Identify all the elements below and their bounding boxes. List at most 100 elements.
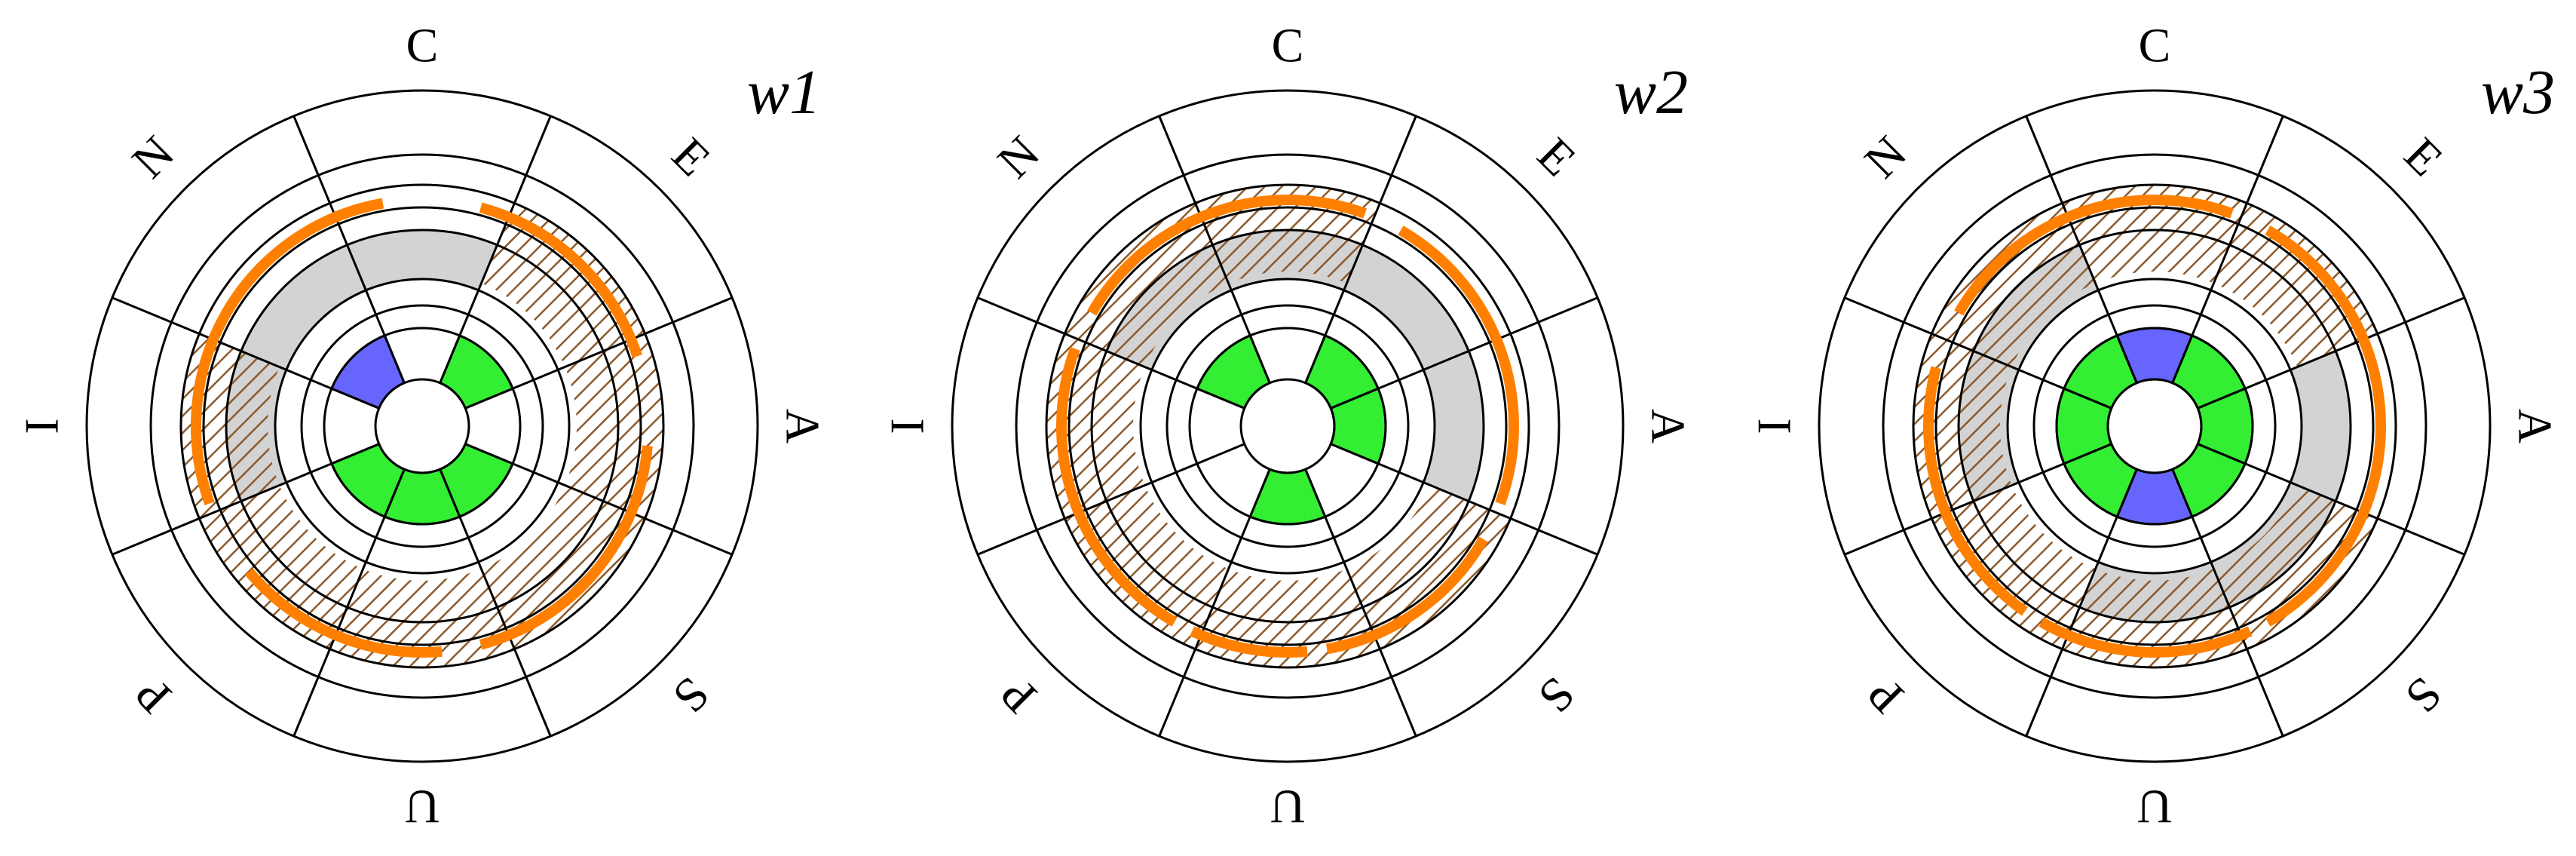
sector-letter-N: N [1854, 125, 1916, 188]
spoke [112, 296, 380, 410]
orange-arc [1208, 195, 1368, 219]
hatched-sector [1346, 485, 1511, 649]
sector-letter-C: C [406, 19, 439, 72]
ring [2055, 327, 2254, 526]
sector-letter-N: N [121, 125, 184, 188]
inner-cell-green [1248, 468, 1327, 526]
ring [1957, 229, 2352, 624]
ring [374, 378, 470, 474]
ring [1882, 153, 2427, 699]
orange-arc [2038, 617, 2253, 658]
spoke [977, 296, 1245, 410]
sector-letter-P: P [990, 667, 1046, 723]
spoke [1158, 115, 1271, 384]
spoke [2171, 115, 2284, 384]
sector-letter-A: A [2509, 409, 2562, 443]
sector-letter-U: U [1270, 781, 1305, 834]
wheel-w2: C E A S U P I Nw2 [881, 19, 1695, 834]
spoke [439, 115, 552, 384]
orange-arc [1087, 208, 1212, 316]
ring [323, 327, 522, 526]
sector-letter-C: C [1272, 19, 1304, 72]
orange-arc [1190, 626, 1308, 658]
ring [149, 153, 695, 699]
sector-letter-N: N [987, 125, 1049, 188]
wheel-title: w1 [747, 57, 821, 127]
hatched-sector [199, 485, 363, 649]
hatched-sector [1064, 203, 1229, 367]
spoke [464, 296, 733, 410]
spoke [1304, 115, 1417, 384]
inner-cell-green [438, 333, 515, 410]
ring [1912, 183, 2397, 669]
ring [2032, 304, 2277, 548]
orange-arc [1923, 366, 2028, 616]
ring [202, 206, 642, 646]
wheel-title: w3 [2481, 57, 2555, 127]
shaded-sector [1422, 350, 1485, 502]
sector-letter-E: E [1527, 127, 1586, 186]
sector-letter-A: A [1642, 409, 1695, 443]
ring [225, 229, 620, 624]
ring [179, 183, 665, 669]
orange-arc [191, 202, 366, 505]
orange-arc [1954, 202, 2098, 316]
sector-letter-E: E [2394, 127, 2453, 186]
ring [1015, 153, 1561, 699]
spoke [1158, 468, 1271, 737]
orange-arc [479, 202, 642, 358]
ring [300, 304, 544, 548]
spoke [1844, 296, 2112, 410]
inner-cell-blue [329, 333, 406, 410]
orange-arc [1325, 536, 1488, 655]
spoke [112, 443, 380, 556]
sector-letter-S: S [2395, 667, 2452, 723]
orange-arc [479, 445, 653, 650]
spoke [2025, 468, 2138, 737]
ring [2106, 378, 2203, 474]
spoke [1330, 443, 1598, 556]
hatched-sector [481, 485, 645, 649]
sector-letter-I: I [15, 418, 69, 434]
sector-letter-P: P [124, 667, 181, 723]
ring [1045, 183, 1530, 669]
ring [1934, 206, 2375, 646]
sector-letter-C: C [2139, 19, 2171, 72]
sector-letter-E: E [662, 127, 721, 186]
orange-arc [2265, 226, 2386, 627]
ring [1165, 304, 1410, 548]
hatched-sector [2213, 203, 2378, 367]
sector-letter-U: U [2137, 781, 2172, 834]
spoke [293, 115, 406, 384]
ring [1188, 327, 1387, 526]
ring [2006, 278, 2303, 575]
spoke [464, 443, 733, 556]
ring [85, 89, 759, 763]
spoke [1844, 443, 2112, 556]
ring [1067, 206, 1508, 646]
ring [1239, 378, 1336, 474]
shaded-sector [2289, 350, 2352, 502]
hatched-sector [1931, 203, 2096, 367]
sector-letter-U: U [405, 781, 440, 834]
sector-letter-S: S [1528, 667, 1585, 723]
ring [274, 278, 571, 575]
hatched-sector [1064, 485, 1229, 649]
hatched-sector [481, 203, 645, 367]
hatched-sector [2213, 485, 2378, 649]
orange-arc [1056, 347, 1178, 627]
inner-cell-green [1195, 333, 1272, 410]
orange-arc [1398, 226, 1519, 505]
shaded-sector [346, 229, 498, 292]
ring [951, 89, 1625, 763]
ring [1818, 89, 2492, 763]
spoke [2025, 115, 2138, 384]
sector-letter-I: I [881, 418, 934, 434]
ring [1090, 229, 1485, 624]
spoke [439, 468, 552, 737]
wheel-title: w2 [1614, 57, 1688, 127]
orange-arc [244, 568, 443, 658]
